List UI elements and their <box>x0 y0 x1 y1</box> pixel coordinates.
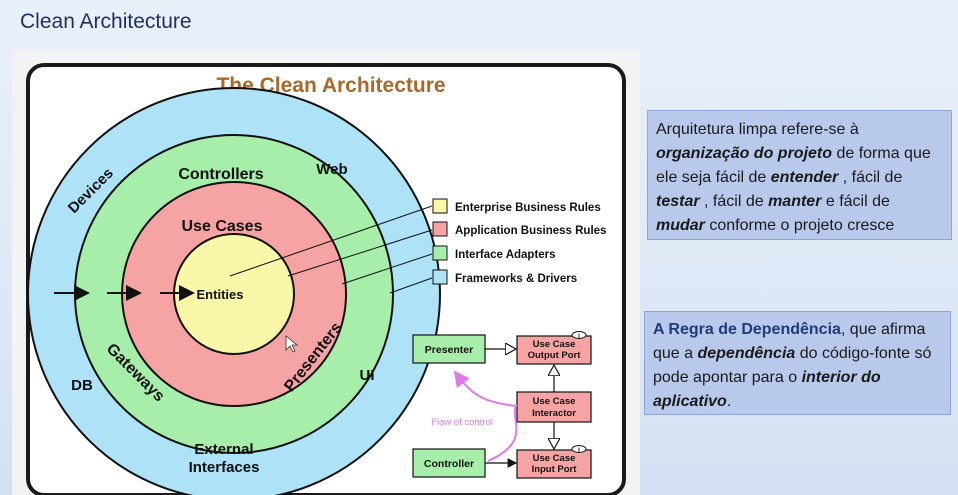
entities-label: Entities <box>197 287 244 302</box>
ui-label: UI <box>360 367 375 384</box>
presenter-label: Presenter <box>425 344 473 356</box>
definition-text-1: Arquitetura limpa refere-se à <box>656 121 859 138</box>
definition-emphasis-testar: testar <box>656 193 700 210</box>
dependency-rule-text-1: , que afirma que a <box>653 321 926 362</box>
definition-emphasis-organizacao: organização do projeto <box>656 145 833 162</box>
interactor-label-2: Interactor <box>532 408 576 419</box>
slide-title: Clean Architecture <box>20 10 192 33</box>
legend-label-application: Application Business Rules <box>455 225 606 237</box>
flow-of-control-diagram: Presenter Use Case Output Port I Use Cas… <box>412 331 592 479</box>
flow-of-control-curve <box>453 370 518 462</box>
legend-pointer-3 <box>341 253 433 285</box>
legend-label-frameworks: Frameworks & Drivers <box>455 273 577 285</box>
legend-pointer-1 <box>229 205 433 277</box>
legend: Enterprise Business Rules Application Bu… <box>432 198 606 285</box>
dependency-rule-title: A Regra de Dependência <box>653 321 841 338</box>
dependency-rule-box: A Regra de Dependência, que afirma que a… <box>644 311 951 415</box>
output-port-marker <box>571 331 587 339</box>
dependency-rule-emphasis-dependencia: dependência <box>697 345 796 362</box>
mouse-cursor-icon <box>285 335 299 353</box>
interfaces-label: Interfaces <box>189 459 260 476</box>
dependency-rule-text-2: do código-fonte só pode apontar para o <box>653 345 932 386</box>
output-port-marker-label: I <box>578 334 580 340</box>
legend-label-enterprise: Enterprise Business Rules <box>455 202 601 214</box>
definition-text-4: , fácil de <box>699 193 769 210</box>
db-label: DB <box>71 377 93 394</box>
definition-text-5: e fácil de <box>821 193 890 210</box>
output-port-box <box>516 335 592 365</box>
use-cases-label: Use Cases <box>182 218 263 235</box>
definition-text-2: de forma que ele seja fácil de <box>656 145 931 186</box>
legend-swatch-enterprise <box>432 198 448 214</box>
flow-of-control-label: Flow of control <box>431 417 493 428</box>
input-port-label-2: Input Port <box>532 464 578 475</box>
definition-text-6: conforme o projeto cresce <box>704 217 895 234</box>
web-label: Web <box>316 161 347 178</box>
definition-text-box: Arquitetura limpa refere-se à organizaçã… <box>647 110 952 240</box>
legend-swatch-application <box>432 221 448 237</box>
legend-swatch-frameworks <box>432 269 448 285</box>
dependency-rule-emphasis-interior: interior do aplicativo <box>653 369 881 410</box>
interactor-box <box>516 391 592 423</box>
input-port-marker <box>571 445 587 453</box>
definition-emphasis-mudar: mudar <box>656 217 705 234</box>
legend-pointer-4 <box>389 277 433 294</box>
input-port-marker-label: I <box>578 448 580 454</box>
legend-pointer-2 <box>287 229 433 277</box>
dependency-rule-text-3: . <box>726 393 732 410</box>
external-label: External <box>194 441 253 458</box>
controllers-label: Controllers <box>178 166 263 183</box>
controller-label: Controller <box>424 458 474 470</box>
definition-text-3: , fácil de <box>838 169 903 186</box>
clean-architecture-diagram: The Clean Architecture Devices Web DB UI… <box>26 63 626 495</box>
output-port-label-2: Output Port <box>528 350 582 361</box>
definition-emphasis-manter: manter <box>768 193 822 210</box>
interactor-label-1: Use Case <box>533 396 576 407</box>
legend-swatch-interface <box>432 245 448 261</box>
controller-box <box>412 448 486 478</box>
presenter-box <box>412 334 486 364</box>
input-port-label-1: Use Case <box>533 453 576 464</box>
output-port-label-1: Use Case <box>533 339 576 350</box>
legend-label-interface: Interface Adapters <box>455 249 556 261</box>
clean-architecture-figure: The Clean Architecture Devices Web DB UI… <box>12 50 640 495</box>
definition-emphasis-entender: entender <box>770 169 839 186</box>
